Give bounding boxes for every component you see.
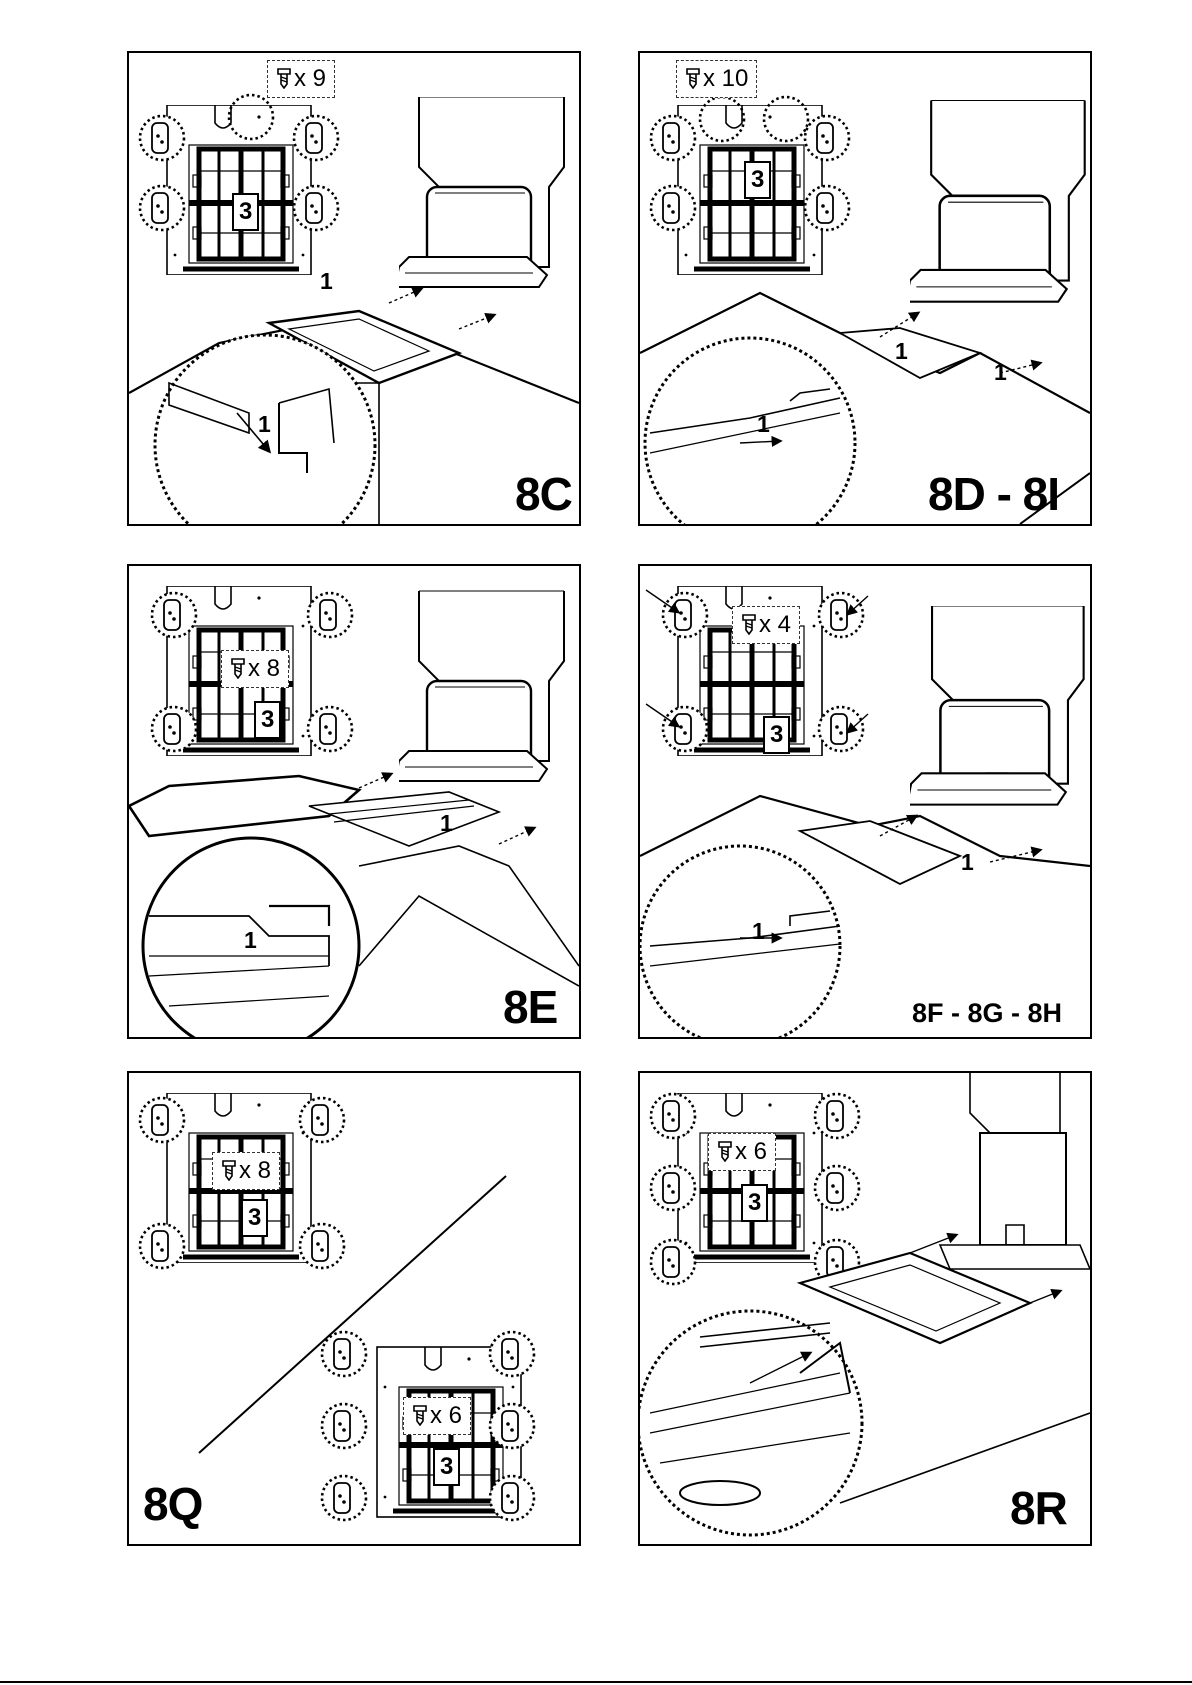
screw-icon [221,1159,237,1181]
panel-8c-illustration [129,53,579,524]
screw-count-label: x 9 [267,60,335,98]
step-callout-2: 1 [994,361,1007,384]
panel-8q-illustration [129,1073,579,1544]
detail-callout: 1 [244,929,257,952]
page-bottom-rule [0,1681,1192,1683]
screw-icon [412,1404,428,1426]
part-number: 3 [741,1184,768,1222]
detail-callout: 1 [752,920,765,943]
part-number: 3 [232,193,259,231]
step-callout: 1 [961,851,974,874]
panel-8f-8g-8h-illustration [640,566,1090,1037]
screw-icon [276,67,292,89]
panel-8r: x 6 3 8R [638,1071,1092,1546]
screw-count-label: x 10 [676,60,757,98]
screw-icon [685,67,701,89]
part-number: 3 [254,701,281,739]
detail-callout: 1 [258,413,271,436]
screw-count-label: x 8 [212,1152,280,1190]
panel-8d-8i: x 10 3 1 1 1 8D - 8I [638,51,1092,526]
panel-code: 8R [1010,1485,1067,1531]
screw-count: x 9 [294,65,326,92]
part-number: 3 [763,716,790,754]
panel-8d-8i-illustration [640,53,1090,524]
screw-count: x 6 [430,1402,462,1429]
screw-count-label: x 4 [732,606,800,644]
step-callout: 1 [320,270,333,293]
screw-count: x 10 [703,65,748,92]
screw-count-label: x 6 [708,1133,776,1171]
screw-count-label-secondary: x 6 [403,1397,471,1435]
panel-code: 8Q [143,1481,202,1527]
screw-count: x 6 [735,1138,767,1165]
panel-code: 8C [515,471,572,517]
screw-count: x 8 [248,655,280,682]
detail-callout: 1 [757,413,770,436]
step-callout: 1 [895,340,908,363]
screw-count-label: x 8 [221,650,289,688]
part-number: 3 [241,1199,268,1237]
panel-code: 8F - 8G - 8H [912,1000,1062,1027]
step-callout: 1 [440,812,453,835]
screw-count: x 4 [759,611,791,638]
panel-8e: x 8 3 1 1 8E [127,564,581,1039]
panel-code: 8E [503,984,557,1030]
panel-8c: x 9 3 1 1 8C [127,51,581,526]
panel-8e-illustration [129,566,579,1037]
panel-code: 8D - 8I [928,471,1059,517]
screw-icon [717,1140,733,1162]
screw-icon [230,657,246,679]
screw-count: x 8 [239,1157,271,1184]
part-number: 3 [744,161,771,199]
panel-8q: x 8 3 x 6 3 8Q [127,1071,581,1546]
part-number-secondary: 3 [433,1448,460,1486]
screw-icon [741,613,757,635]
panel-8f-8g-8h: x 4 3 1 1 8F - 8G - 8H [638,564,1092,1039]
